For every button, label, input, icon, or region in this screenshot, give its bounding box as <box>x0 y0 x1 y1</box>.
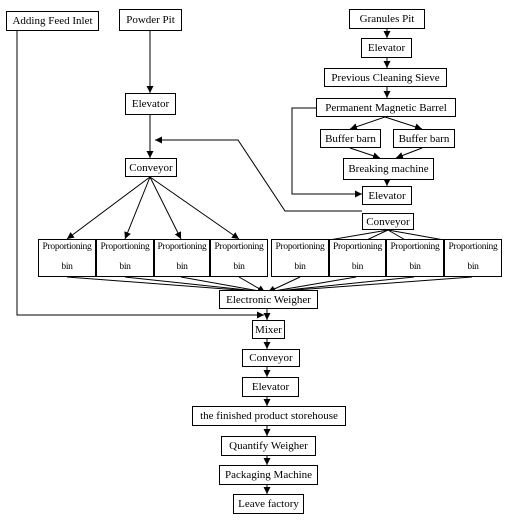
proportioning-bin-3: Proportioning bin <box>154 239 210 277</box>
conveyor-bottom-box: Conveyor <box>242 349 300 367</box>
mixer-box: Mixer <box>252 320 285 339</box>
packaging-machine-label: Packaging Machine <box>224 469 313 481</box>
mixer-label: Mixer <box>255 323 282 336</box>
bin-label: Proportioning <box>275 242 325 252</box>
arrow-bin-8-to-weigher <box>267 276 473 295</box>
arrow-barrel-to-buffer-right <box>384 116 423 131</box>
adding-feed-inlet-label: Adding Feed Inlet <box>12 15 93 27</box>
electronic-weigher-box: Electronic Weigher <box>219 290 318 309</box>
bin-label: Proportioning <box>390 242 440 252</box>
elevator-bottom-box: Elevator <box>242 377 299 397</box>
buffer-barn-left-label: Buffer barn <box>325 132 376 145</box>
electronic-weigher-label: Electronic Weigher <box>226 293 311 306</box>
granules-pit-box: Granules Pit <box>349 9 425 29</box>
arrow-barrel-to-buffer-left <box>349 116 386 131</box>
arrow-bin-4-to-weigher <box>238 276 266 293</box>
arrow-buffer-right-to-breaking <box>395 147 423 159</box>
bin-label: Proportioning <box>157 242 207 252</box>
quantify-weigher-box: Quantify Weigher <box>221 436 316 456</box>
adding-feed-inlet-box: Adding Feed Inlet <box>6 11 99 31</box>
conveyor-left-label: Conveyor <box>129 161 173 174</box>
bin-sublabel: bin <box>61 262 73 272</box>
bin-label: Proportioning <box>100 242 150 252</box>
elevator-left-label: Elevator <box>131 98 170 110</box>
previous-cleaning-sieve-box: Previous Cleaning Sieve <box>324 68 447 87</box>
bin-label: Proportioning <box>333 242 382 252</box>
elevator-left-box: Elevator <box>125 93 176 115</box>
arrow-conveyor-to-bin-2 <box>124 176 151 240</box>
proportioning-bin-2: Proportioning bin <box>96 239 154 277</box>
arrow-bin-7-to-weigher <box>267 276 415 295</box>
buffer-barn-right-label: Buffer barn <box>398 132 450 145</box>
arrow-conveyor-to-bin-1 <box>66 176 151 240</box>
elevator-right-label: Elevator <box>368 189 406 202</box>
elevator-right-box: Elevator <box>362 186 412 205</box>
leave-factory-box: Leave factory <box>233 494 304 514</box>
leave-factory-label: Leave factory <box>238 498 299 510</box>
previous-cleaning-sieve-label: Previous Cleaning Sieve <box>331 71 440 84</box>
arrow-buffer-left-to-breaking <box>349 147 381 160</box>
powder-pit-box: Powder Pit <box>119 9 182 31</box>
granules-pit-label: Granules Pit <box>359 13 415 25</box>
bin-label: Proportioning <box>42 242 92 252</box>
proportioning-bin-4: Proportioning bin <box>210 239 268 277</box>
elevator-top-right-box: Elevator <box>361 38 412 58</box>
permanent-magnetic-barrel-label: Permanent Magnetic Barrel <box>325 101 447 114</box>
finished-product-storehouse-label: the finished product storehouse <box>200 410 338 422</box>
arrow-bin-6-to-weigher <box>267 276 357 295</box>
buffer-barn-left-box: Buffer barn <box>320 129 381 148</box>
arrow-conveyor-to-bin-3 <box>149 176 182 240</box>
proportioning-bin-7: Proportioning bin <box>386 239 444 277</box>
quantify-weigher-label: Quantify Weigher <box>229 440 308 452</box>
bin-sublabel: bin <box>176 262 188 272</box>
bin-label: Proportioning <box>448 242 498 252</box>
bin-sublabel: bin <box>409 262 421 272</box>
powder-pit-label: Powder Pit <box>126 14 175 26</box>
bin-sublabel: bin <box>351 262 364 272</box>
conveyor-bottom-label: Conveyor <box>249 352 293 364</box>
arrow-conveyor-to-bin-4 <box>149 176 240 240</box>
elevator-top-right-label: Elevator <box>367 42 406 54</box>
conveyor-right-box: Conveyor <box>362 213 414 230</box>
bin-sublabel: bin <box>119 262 131 272</box>
arrow-feed-inlet-to-mixer <box>16 30 264 319</box>
proportioning-bin-6: Proportioning bin <box>329 239 386 277</box>
arrow-return-to-left-conveyor <box>155 136 362 212</box>
arrow-bin-3-to-weigher <box>180 276 266 295</box>
buffer-barn-right-box: Buffer barn <box>393 129 455 148</box>
proportioning-bin-5: Proportioning bin <box>271 239 329 277</box>
permanent-magnetic-barrel-box: Permanent Magnetic Barrel <box>316 98 456 117</box>
bin-sublabel: bin <box>233 262 245 272</box>
proportioning-bin-1: Proportioning bin <box>38 239 96 277</box>
conveyor-right-label: Conveyor <box>366 215 410 228</box>
proportioning-bin-8: Proportioning bin <box>444 239 502 277</box>
packaging-machine-box: Packaging Machine <box>219 465 318 485</box>
elevator-bottom-label: Elevator <box>251 381 290 393</box>
conveyor-left-box: Conveyor <box>125 158 177 177</box>
breaking-machine-box: Breaking machine <box>343 158 434 180</box>
arrow-barrel-loop-to-elevator <box>291 107 362 198</box>
bin-sublabel: bin <box>294 262 306 272</box>
breaking-machine-label: Breaking machine <box>348 163 429 175</box>
bin-label: Proportioning <box>214 242 264 252</box>
bin-sublabel: bin <box>467 262 479 272</box>
arrow-bin-1-to-weigher <box>66 276 266 295</box>
arrow-bin-2-to-weigher <box>124 276 266 295</box>
finished-product-storehouse-box: the finished product storehouse <box>192 406 346 426</box>
